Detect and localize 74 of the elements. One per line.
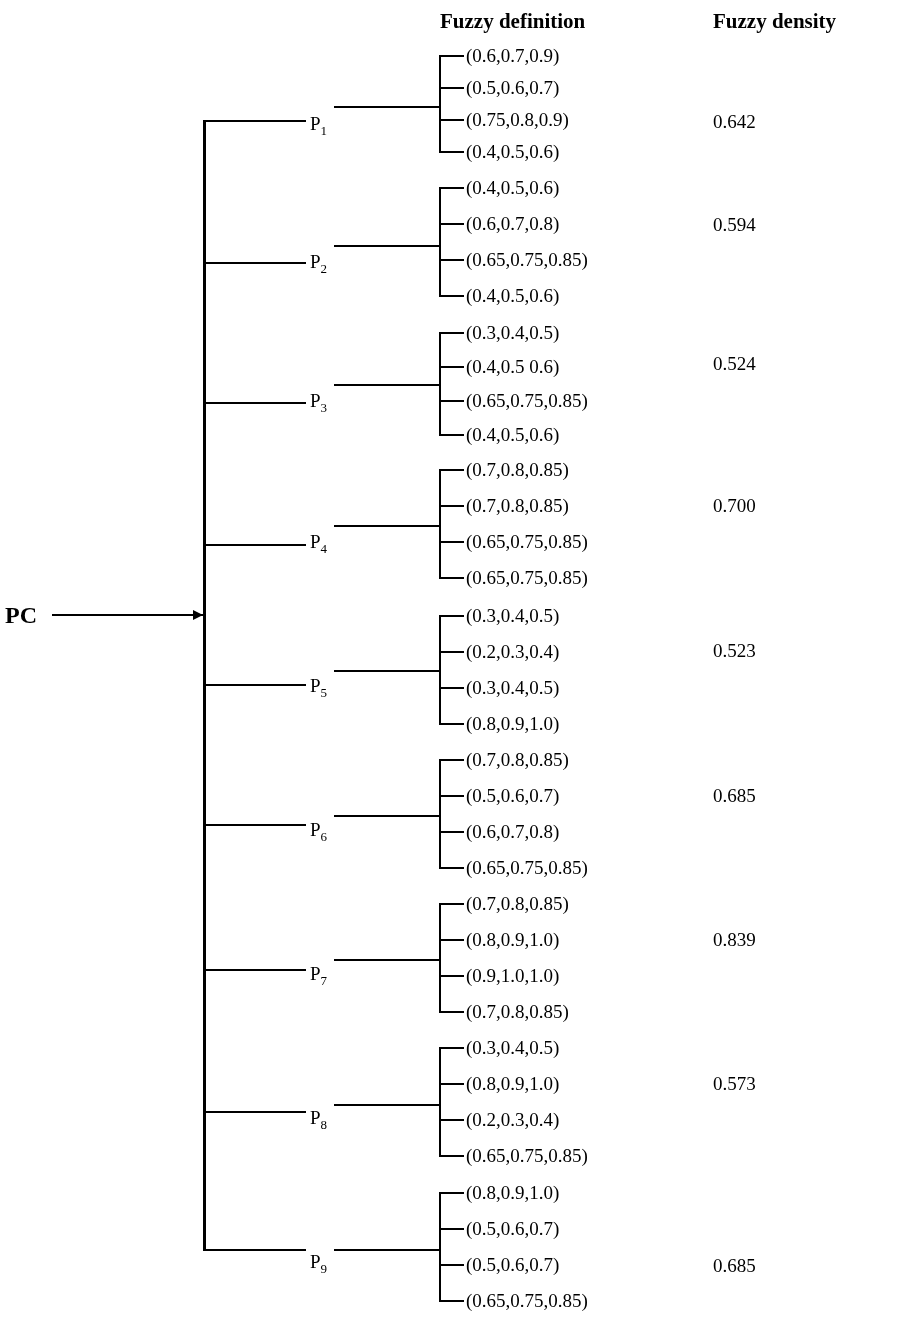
fuzzy-number-label: (0.3,0.4,0.5) [466,1037,560,1059]
fuzzy-number-label: (0.8,0.9,1.0) [466,1182,560,1204]
branch-line [205,120,307,122]
fuzzy-number-label: (0.8,0.9,1.0) [466,1073,560,1095]
fuzzy-number-label: (0.4,0.5,0.6) [466,285,560,307]
branch-line [205,969,307,971]
branch-line [205,1111,307,1113]
fuzzy-number-label: (0.5,0.6,0.7) [466,77,560,99]
fuzzy-number-label: (0.3,0.4,0.5) [466,605,560,627]
parameter-label: P$_{3}$ [310,390,328,419]
density-value: 0.642 [713,111,756,133]
fuzzy-number-label: (0.8,0.9,1.0) [466,713,560,735]
fuzzy-number-label: (0.65,0.75,0.85) [466,857,588,879]
fuzzy-number-label: (0.4,0.5 0.6) [466,356,560,378]
fuzzy-number-label: (0.4,0.5,0.6) [466,177,560,199]
density-value: 0.839 [713,929,756,951]
column-header: Fuzzy density [713,10,837,32]
fuzzy-number-label: (0.7,0.8,0.85) [466,749,569,771]
fuzzy-number-label: (0.65,0.75,0.85) [466,1290,588,1312]
branch-line [205,262,307,264]
bracket-line [333,670,465,725]
fuzzy-number-label: (0.7,0.8,0.85) [466,1001,569,1023]
branch-line [205,684,307,686]
fuzzy-number-label: (0.6,0.7,0.8) [466,213,560,235]
fuzzy-number-label: (0.5,0.6,0.7) [466,1254,560,1276]
fuzzy-number-label: (0.4,0.5,0.6) [466,141,560,163]
fuzzy-number-label: (0.65,0.75,0.85) [466,567,588,589]
fuzzy-number-label: (0.2,0.3,0.4) [466,641,560,663]
root-label: PC [5,601,37,629]
branch-line [205,402,307,404]
fuzzy-number-label: (0.65,0.75,0.85) [466,1145,588,1167]
fuzzy-number-label: (0.8,0.9,1.0) [466,929,560,951]
fuzzy-number-label: (0.9,1.0,1.0) [466,965,560,987]
bracket-line [333,525,465,579]
fuzzy-number-label: (0.75,0.8,0.9) [466,109,569,131]
bracket-line [333,384,465,436]
fuzzy-number-label: (0.7,0.8,0.85) [466,893,569,915]
fuzzy-number-label: (0.6,0.7,0.9) [466,45,560,67]
fuzzy-number-label: (0.2,0.3,0.4) [466,1109,560,1131]
fuzzy-number-label: (0.7,0.8,0.85) [466,459,569,481]
fuzzy-number-label: (0.65,0.75,0.85) [466,531,588,553]
fuzzy-number-label: (0.6,0.7,0.8) [466,821,560,843]
fuzzy-number-label: (0.5,0.6,0.7) [466,1218,560,1240]
fuzzy-number-label: (0.4,0.5,0.6) [466,424,560,446]
fuzzy-number-label: (0.3,0.4,0.5) [466,322,560,344]
density-value: 0.524 [713,353,756,375]
density-value: 0.685 [713,1255,756,1277]
density-value: 0.685 [713,785,756,807]
parameter-label: P$_{4}$ [310,531,328,560]
density-value: 0.594 [713,214,756,236]
bracket-line [333,815,465,869]
bracket-line [333,245,465,297]
density-value: 0.523 [713,640,756,662]
parameter-label: P$_{6}$ [310,819,328,848]
arrow [51,610,204,620]
parameter-label: P$_{8}$ [310,1107,328,1136]
fuzzy-number-label: (0.7,0.8,0.85) [466,495,569,517]
fuzzy-number-label: (0.65,0.75,0.85) [466,249,588,271]
density-value: 0.700 [713,495,756,517]
density-value: 0.573 [713,1073,756,1095]
branch-line [205,544,307,546]
parameter-label: P$_{9}$ [310,1251,328,1280]
parameter-label: P$_{2}$ [310,251,328,280]
parameter-label: P$_{7}$ [310,963,328,992]
column-header: Fuzzy definition [440,10,586,32]
bracket-line [333,959,465,1013]
fuzzy-number-label: (0.65,0.75,0.85) [466,390,588,412]
parameter-label: P$_{5}$ [310,675,328,704]
branch-line [205,824,307,826]
fuzzy-number-label: (0.5,0.6,0.7) [466,785,560,807]
vertical-bar [203,120,206,1251]
fuzzy-number-label: (0.3,0.4,0.5) [466,677,560,699]
branch-line [205,1249,307,1251]
parameter-label: P$_{1}$ [310,113,328,142]
